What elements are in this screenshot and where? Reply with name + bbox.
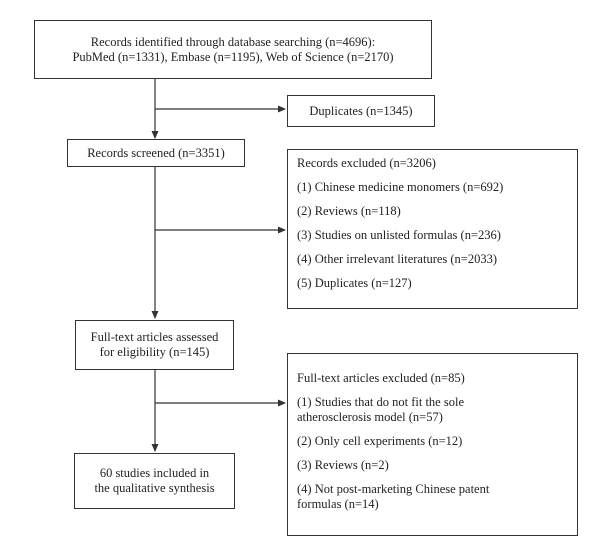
duplicates-label: Duplicates (n=1345): [309, 103, 413, 118]
fulltext-excluded-item: (4) Not post-marketing Chinese patent: [297, 482, 490, 496]
fulltext-line-2: for eligibility (n=145): [99, 345, 210, 359]
identification-box: Records identified through database sear…: [34, 20, 432, 79]
fulltext-excluded-item: (2) Only cell experiments (n=12): [297, 434, 463, 448]
fulltext-excluded-item-cont: atherosclerosis model (n=57): [297, 410, 443, 424]
records-excluded-item: (2) Reviews (n=118): [297, 204, 401, 218]
records-excluded-item: (1) Chinese medicine monomers (n=692): [297, 180, 504, 194]
records-excluded-title: Records excluded (n=3206): [297, 156, 436, 170]
records-excluded-item: (4) Other irrelevant literatures (n=2033…: [297, 252, 498, 266]
identification-line-1: Records identified through database sear…: [90, 34, 376, 49]
fulltext-excluded-title: Full-text articles excluded (n=85): [297, 371, 465, 385]
records-excluded-item: (3) Studies on unlisted formulas (n=236): [297, 228, 501, 242]
duplicates-box: Duplicates (n=1345): [287, 95, 435, 127]
included-line-1: 60 studies included in: [99, 466, 210, 480]
included-line-2: the qualitative synthesis: [94, 481, 215, 495]
records-excluded-item: (5) Duplicates (n=127): [297, 276, 412, 290]
fulltext-line-1: Full-text articles assessed: [90, 330, 219, 344]
included-box: 60 studies included in the qualitative s…: [74, 453, 235, 509]
records-excluded-box: Records excluded (n=3206) (1) Chinese me…: [287, 149, 578, 309]
screened-label: Records screened (n=3351): [87, 145, 225, 160]
fulltext-assessed-box: Full-text articles assessed for eligibil…: [75, 320, 234, 370]
screened-box: Records screened (n=3351): [67, 139, 245, 167]
fulltext-excluded-item: (1) Studies that do not fit the sole: [297, 395, 464, 409]
identification-line-2: PubMed (n=1331), Embase (n=1195), Web of…: [72, 49, 394, 64]
fulltext-excluded-item-cont: formulas (n=14): [297, 497, 379, 511]
fulltext-excluded-box: Full-text articles excluded (n=85) (1) S…: [287, 353, 578, 536]
fulltext-excluded-item: (3) Reviews (n=2): [297, 458, 389, 472]
